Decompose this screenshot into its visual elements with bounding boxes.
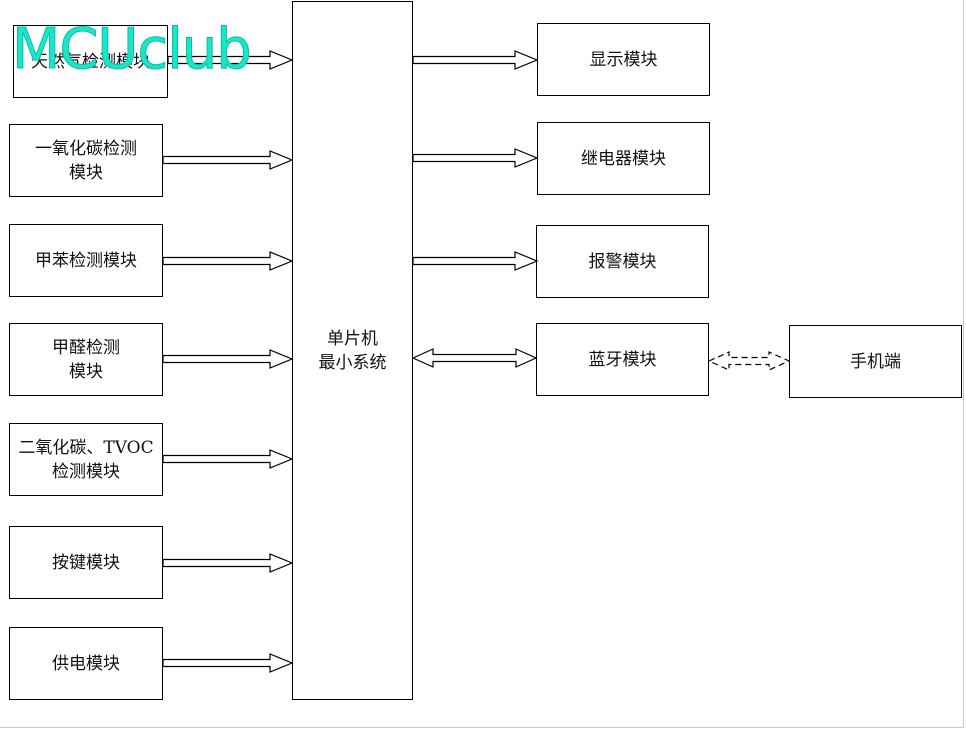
output-arrow-relay [412, 148, 539, 168]
benzene-module-box: 甲苯检测模块 [9, 224, 163, 297]
alarm-module-box: 报警模块 [536, 225, 709, 298]
input-arrow-benzene [162, 251, 294, 271]
natural-gas-module-box: 天然气检测模块 [13, 25, 168, 98]
keys-module-box: 按键模块 [9, 526, 163, 599]
formaldehyde-module-box: 甲醛检测 模块 [9, 323, 163, 396]
input-arrow-co2-tvoc [162, 449, 294, 469]
co-module-box: 一氧化碳检测 模块 [9, 124, 163, 197]
input-arrow-natural-gas [167, 50, 294, 70]
relay-module-box: 继电器模块 [537, 122, 710, 195]
output-arrow-display [412, 50, 539, 70]
output-arrow-alarm [412, 251, 539, 271]
input-arrow-co [162, 150, 294, 170]
display-module-box: 显示模块 [537, 23, 710, 96]
input-arrow-power [162, 653, 294, 673]
input-arrow-keys [162, 553, 294, 573]
phone-box: 手机端 [789, 325, 962, 398]
bluetooth-phone-wireless-arrow [707, 351, 791, 371]
input-arrow-formaldehyde [162, 349, 294, 369]
power-module-box: 供电模块 [9, 627, 163, 700]
mcu-box: 单片机 最小系统 [292, 1, 413, 700]
mcuclub-watermark: MCUclub [12, 17, 253, 83]
co2-tvoc-module-box: 二氧化碳、TVOC 检测模块 [9, 423, 163, 496]
mcu-bluetooth-bidirectional-arrow [411, 348, 538, 368]
bluetooth-module-box: 蓝牙模块 [536, 323, 709, 396]
